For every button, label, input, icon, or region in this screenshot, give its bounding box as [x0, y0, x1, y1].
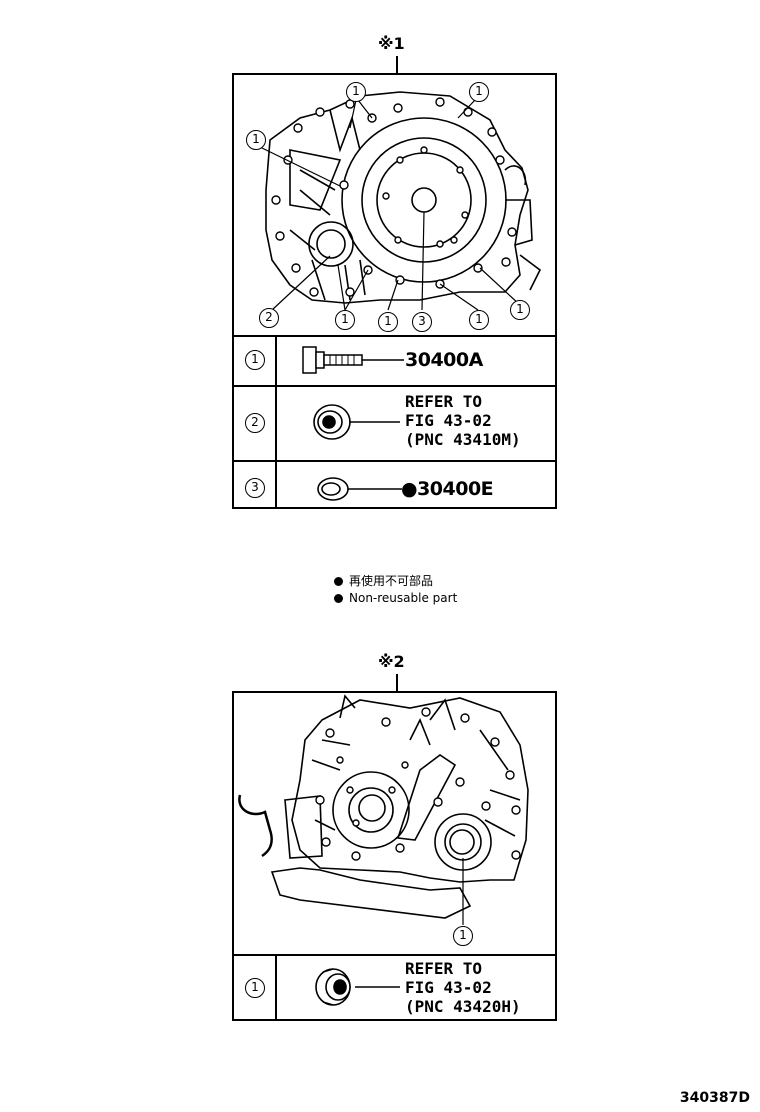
bolt-part-drawing: [302, 346, 404, 374]
callout: 1: [378, 312, 398, 332]
non-reusable-dot-icon: [334, 577, 343, 586]
figure2-mark: ※2: [378, 652, 405, 671]
figure1-mark: ※1: [378, 34, 405, 53]
figure2-frame: [232, 674, 557, 1021]
callout: 1: [335, 310, 355, 330]
legend-en: Non-reusable part: [334, 591, 457, 605]
part-reference[interactable]: REFER TO FIG 43-02 (PNC 43410M): [405, 392, 521, 449]
callout: 1: [510, 300, 530, 320]
row-number: 3: [245, 478, 265, 498]
part-reference[interactable]: REFER TO FIG 43-02 (PNC 43420H): [405, 959, 521, 1016]
figure1-leader-lines: [261, 99, 521, 311]
housing-bolt-holes: [271, 97, 517, 297]
part-code[interactable]: 30400A: [405, 349, 483, 371]
figure-id: 340387D: [679, 1090, 750, 1106]
callout: 1: [469, 82, 489, 102]
transaxle-housing-rear-view: [238, 694, 529, 919]
callout: 1: [346, 82, 366, 102]
housing2-bolt-holes: [315, 707, 521, 861]
oil-seal-small-drawing: [317, 477, 402, 501]
non-reusable-dot-icon: [334, 594, 343, 603]
legend-jp: 再使用不可部品: [334, 572, 433, 589]
oil-seal-large-drawing: [313, 404, 400, 440]
transaxle-housing-front-view: [265, 91, 542, 304]
part-code[interactable]: ●30400E: [401, 478, 494, 500]
callout: 2: [259, 308, 279, 328]
callout: 1: [246, 130, 266, 150]
figure1-frame: [232, 56, 557, 509]
row-number: 2: [245, 413, 265, 433]
callout: 1: [453, 926, 473, 946]
row-number: 1: [245, 978, 265, 998]
oil-seal-fig2-drawing: [315, 968, 400, 1006]
callout: 1: [469, 310, 489, 330]
row-number: 1: [245, 350, 265, 370]
callout: 3: [412, 312, 432, 332]
